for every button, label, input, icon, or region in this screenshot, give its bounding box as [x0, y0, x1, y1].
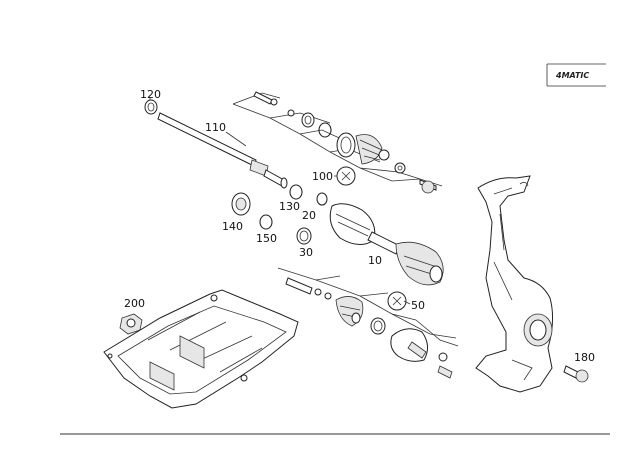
badge-text: 4MATIC — [555, 71, 589, 80]
callout-10: 10 — [368, 254, 382, 267]
upper-small-parts — [253, 91, 406, 174]
callout-120: 120 — [140, 88, 161, 101]
callout-150: 150 — [256, 232, 277, 245]
upper-bolt — [419, 179, 437, 194]
callout-130: 130 — [279, 200, 300, 213]
callout-30: 30 — [299, 246, 313, 259]
part-180-bolt — [563, 365, 589, 383]
part-110-shaft — [157, 112, 288, 189]
callout-50: 50 — [411, 299, 425, 312]
4matic-badge: 4MATIC — [546, 63, 606, 87]
callout-140: 140 — [222, 220, 243, 233]
lower-guide-lines — [277, 267, 459, 347]
part-120-ring — [144, 99, 158, 115]
part-20-ring — [316, 192, 328, 206]
steering-knuckle — [475, 175, 554, 393]
callout-110: 110 — [205, 121, 226, 134]
leader-lines — [149, 98, 411, 305]
lower-cv-joint — [390, 328, 453, 379]
part-30-ring — [296, 227, 312, 245]
part-100-bolt — [336, 166, 356, 186]
callout-180: 180 — [574, 351, 595, 364]
part-150-circlip — [259, 214, 273, 230]
part-140-bearing — [231, 192, 251, 216]
callout-200: 200 — [124, 297, 145, 310]
part-50-marker — [387, 291, 407, 311]
part-130-circlip — [289, 184, 303, 200]
lower-small-parts — [285, 277, 386, 335]
oil-pan-housing — [103, 289, 299, 409]
part-10-axle — [329, 203, 444, 286]
callout-100: 100 — [312, 170, 333, 183]
callout-20: 20 — [302, 209, 316, 222]
